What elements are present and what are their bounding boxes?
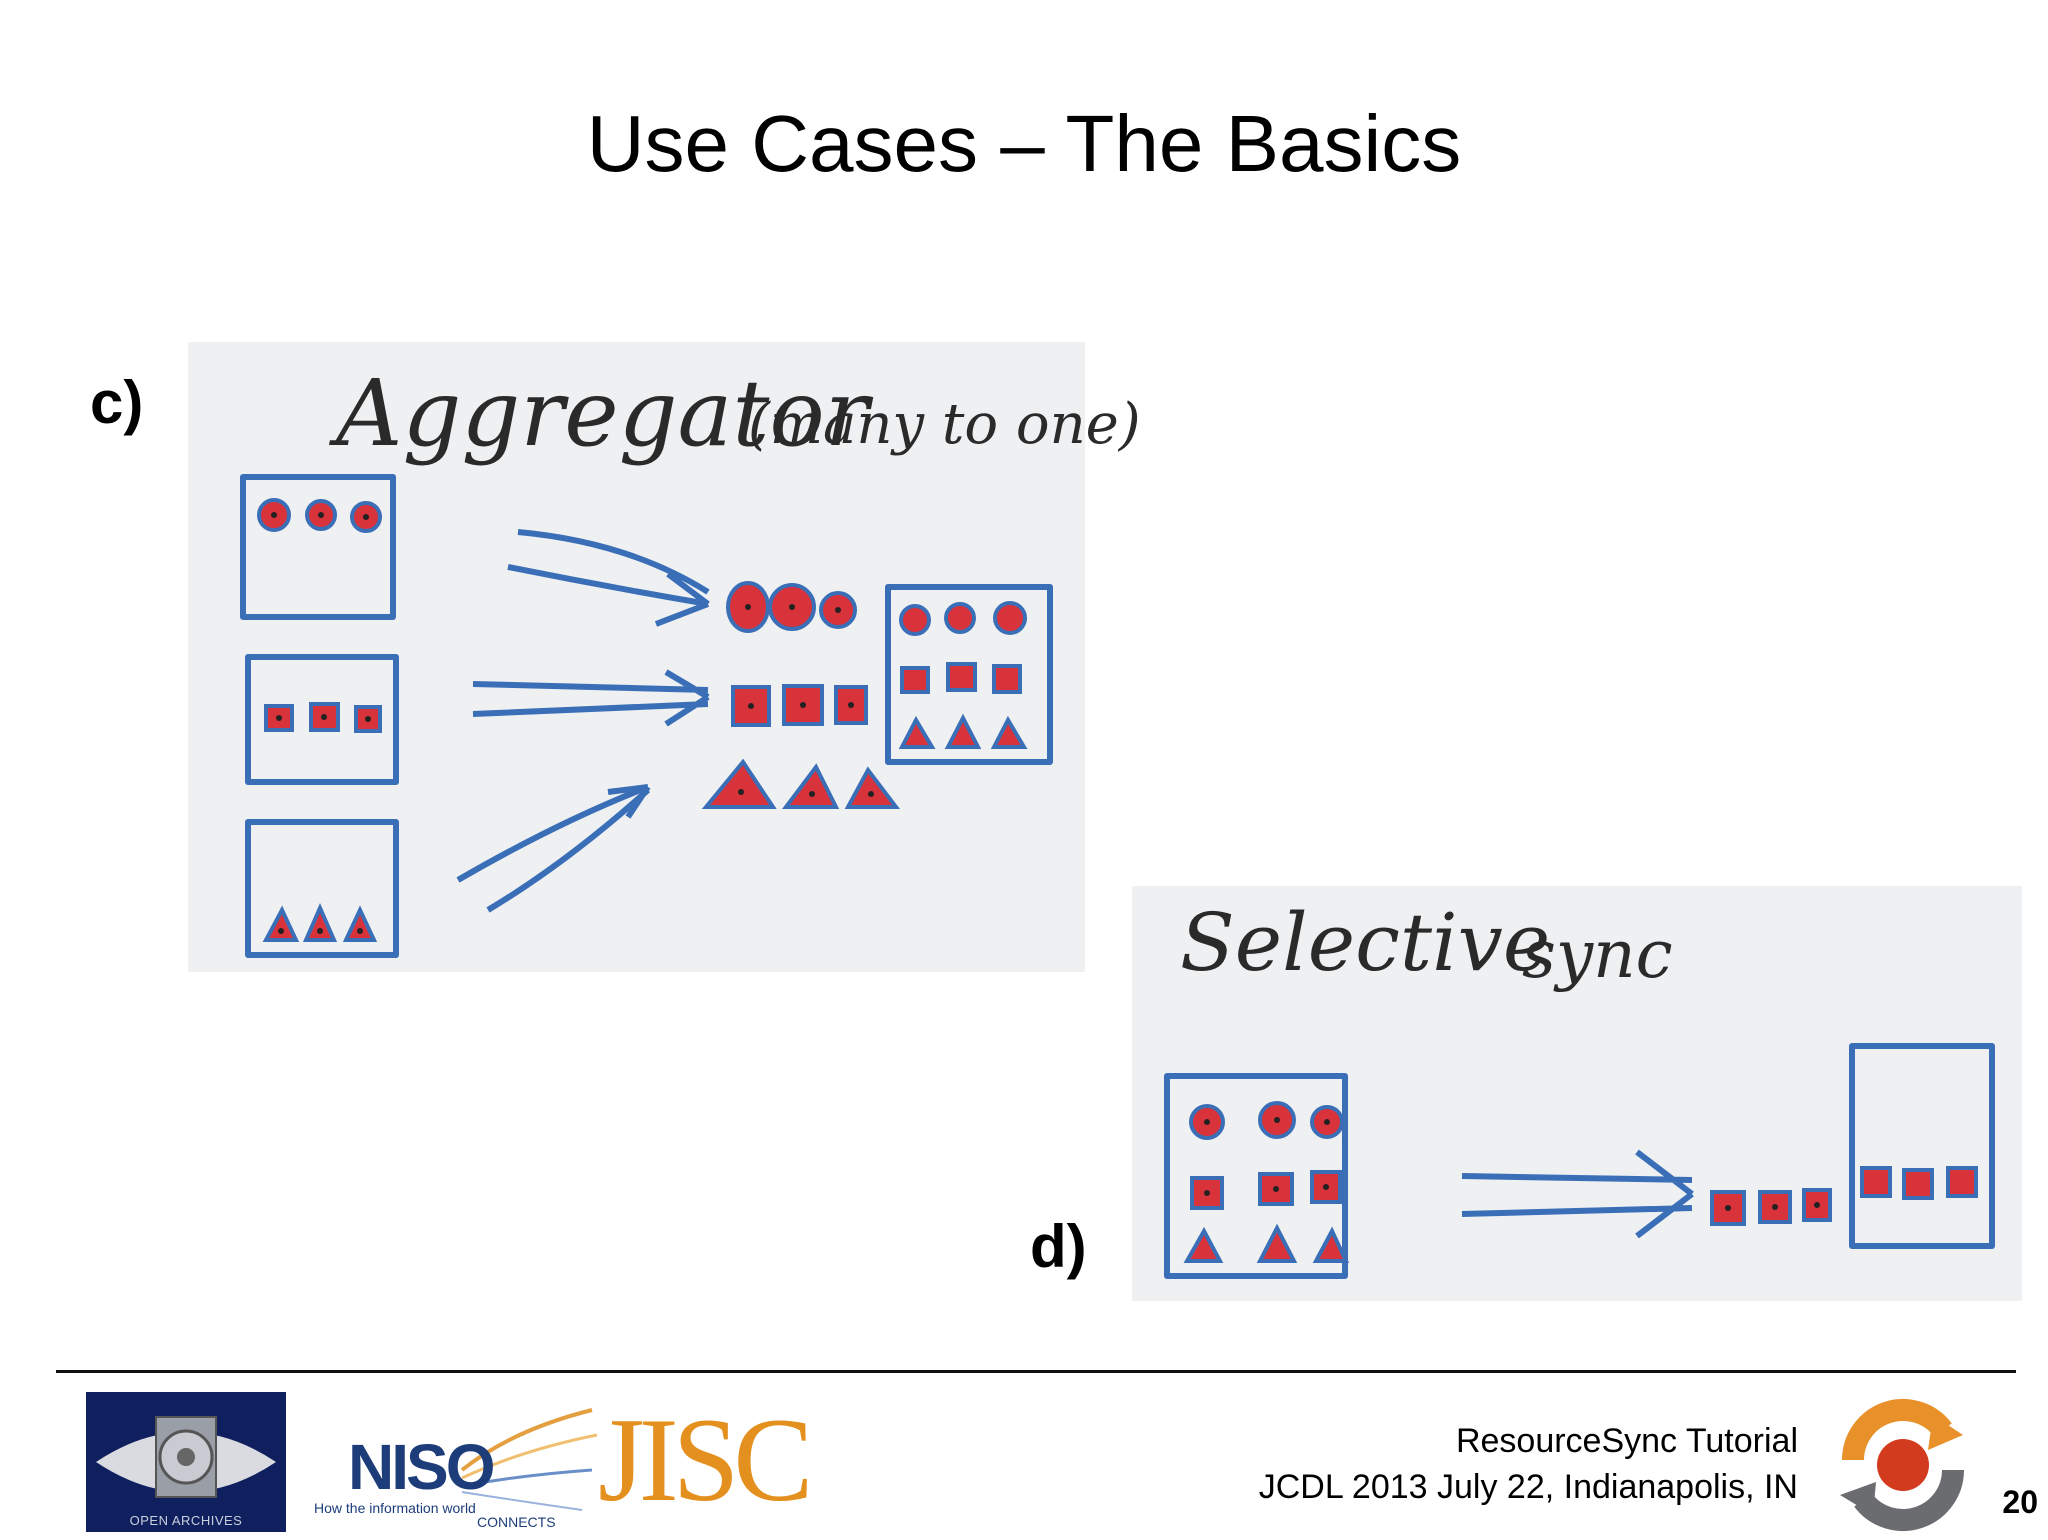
niso-swoosh-icon (460, 1408, 598, 1511)
niso-logo: NISO How the information world CONNECTS (312, 1400, 602, 1530)
open-archives-text: OPEN ARCHIVES (129, 1513, 243, 1528)
niso-tagline-connects: CONNECTS (477, 1514, 556, 1530)
selective-heading: Selective (1180, 896, 1551, 989)
panel-d-label: d) (1030, 1213, 1087, 1280)
open-archives-logo: OPEN ARCHIVES (86, 1392, 286, 1532)
resourcesync-logo-icon (1840, 1399, 1964, 1531)
aggregator-heading: Aggregator (336, 360, 869, 467)
aggregator-photo: Aggregator (many to one) (188, 342, 1141, 972)
footer-divider (56, 1370, 2016, 1373)
aggregator-subheading: (many to one) (748, 392, 1141, 457)
jisc-logo: JISC (598, 1393, 813, 1526)
selective-sync-photo: Selective sync (1132, 886, 2022, 1301)
selective-subheading: sync (1522, 916, 1673, 993)
selective-sync-drawing (1164, 1043, 1995, 1279)
footer-text: ResourceSync Tutorial JCDL 2013 July 22,… (1259, 1418, 1798, 1510)
niso-tagline: How the information world (314, 1500, 476, 1516)
niso-wordmark: NISO (348, 1431, 495, 1503)
footer-line-2: JCDL 2013 July 22, Indianapolis, IN (1258, 1468, 1798, 1506)
panel-c-label: c) (90, 369, 144, 436)
slide-title: Use Cases – The Basics (586, 99, 1462, 188)
aggregator-drawing (240, 474, 1053, 958)
page-number: 20 (2002, 1484, 2038, 1520)
footer-line-1: ResourceSync Tutorial (1455, 1422, 1798, 1460)
open-archives-eye-icon (96, 1416, 276, 1498)
